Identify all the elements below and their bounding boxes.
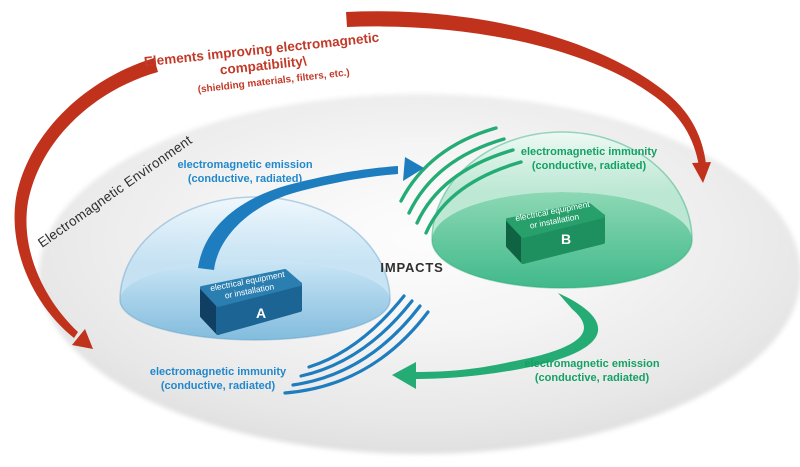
immunity-arcs-a <box>283 294 430 395</box>
red-arc-left <box>14 58 159 338</box>
immunity-arc <box>291 304 422 387</box>
emission-arrowhead-b <box>392 362 416 389</box>
label-immunity-a-line1: electromagnetic immunity <box>150 366 287 378</box>
box-a-top <box>200 269 302 307</box>
equipment-box-b: electrical equipment or installation B <box>506 199 605 264</box>
dome-b-rim <box>431 131 693 289</box>
impacts-label: IMPACTS <box>380 260 443 275</box>
label-emission-ab-line2: (conductive, radiated) <box>188 173 303 185</box>
immunity-arc <box>407 137 506 215</box>
emission-arrow-a-to-b <box>198 157 424 270</box>
label-immunity-a-line2: (conductive, radiated) <box>161 380 276 392</box>
immunity-arcs-b <box>399 126 523 235</box>
immunity-arc <box>307 294 406 369</box>
immunity-arc <box>283 310 430 395</box>
immunity-arc <box>399 126 498 203</box>
immunity-arc <box>415 148 515 225</box>
box-b-letter: B <box>561 231 571 247</box>
label-immunity-b-line2: (conductive, radiated) <box>532 160 647 172</box>
emission-arrow-b-to-a <box>392 293 599 389</box>
red-arc-right <box>346 11 706 167</box>
equipment-box-a: electrical equipment or installation A <box>200 269 302 335</box>
label-immunity-b-line1: electromagnetic immunity <box>521 146 658 158</box>
immunity-arc <box>299 299 414 378</box>
dome-a: electrical equipment or installation A <box>119 196 391 341</box>
dome-a-rim <box>119 196 391 341</box>
emission-arrowhead-a <box>403 157 424 181</box>
dome-b: electrical equipment or installation B <box>431 131 693 289</box>
dome-a-glass <box>120 197 390 300</box>
red-arrowhead-right <box>692 162 711 183</box>
emission-arrow-b-body <box>414 293 599 379</box>
emission-arrow-a-body <box>198 166 398 270</box>
dome-b-glass <box>432 132 692 240</box>
label-emission-ab-line1: electromagnetic emission <box>177 159 312 171</box>
label-emission-ba-line1: electromagnetic emission <box>524 358 659 370</box>
box-b-top <box>506 202 605 238</box>
red-arrowhead-left <box>72 329 93 349</box>
label-emission-ba-line2: (conductive, radiated) <box>535 372 650 384</box>
box-a-letter: A <box>256 305 266 321</box>
immunity-arc <box>424 160 523 235</box>
